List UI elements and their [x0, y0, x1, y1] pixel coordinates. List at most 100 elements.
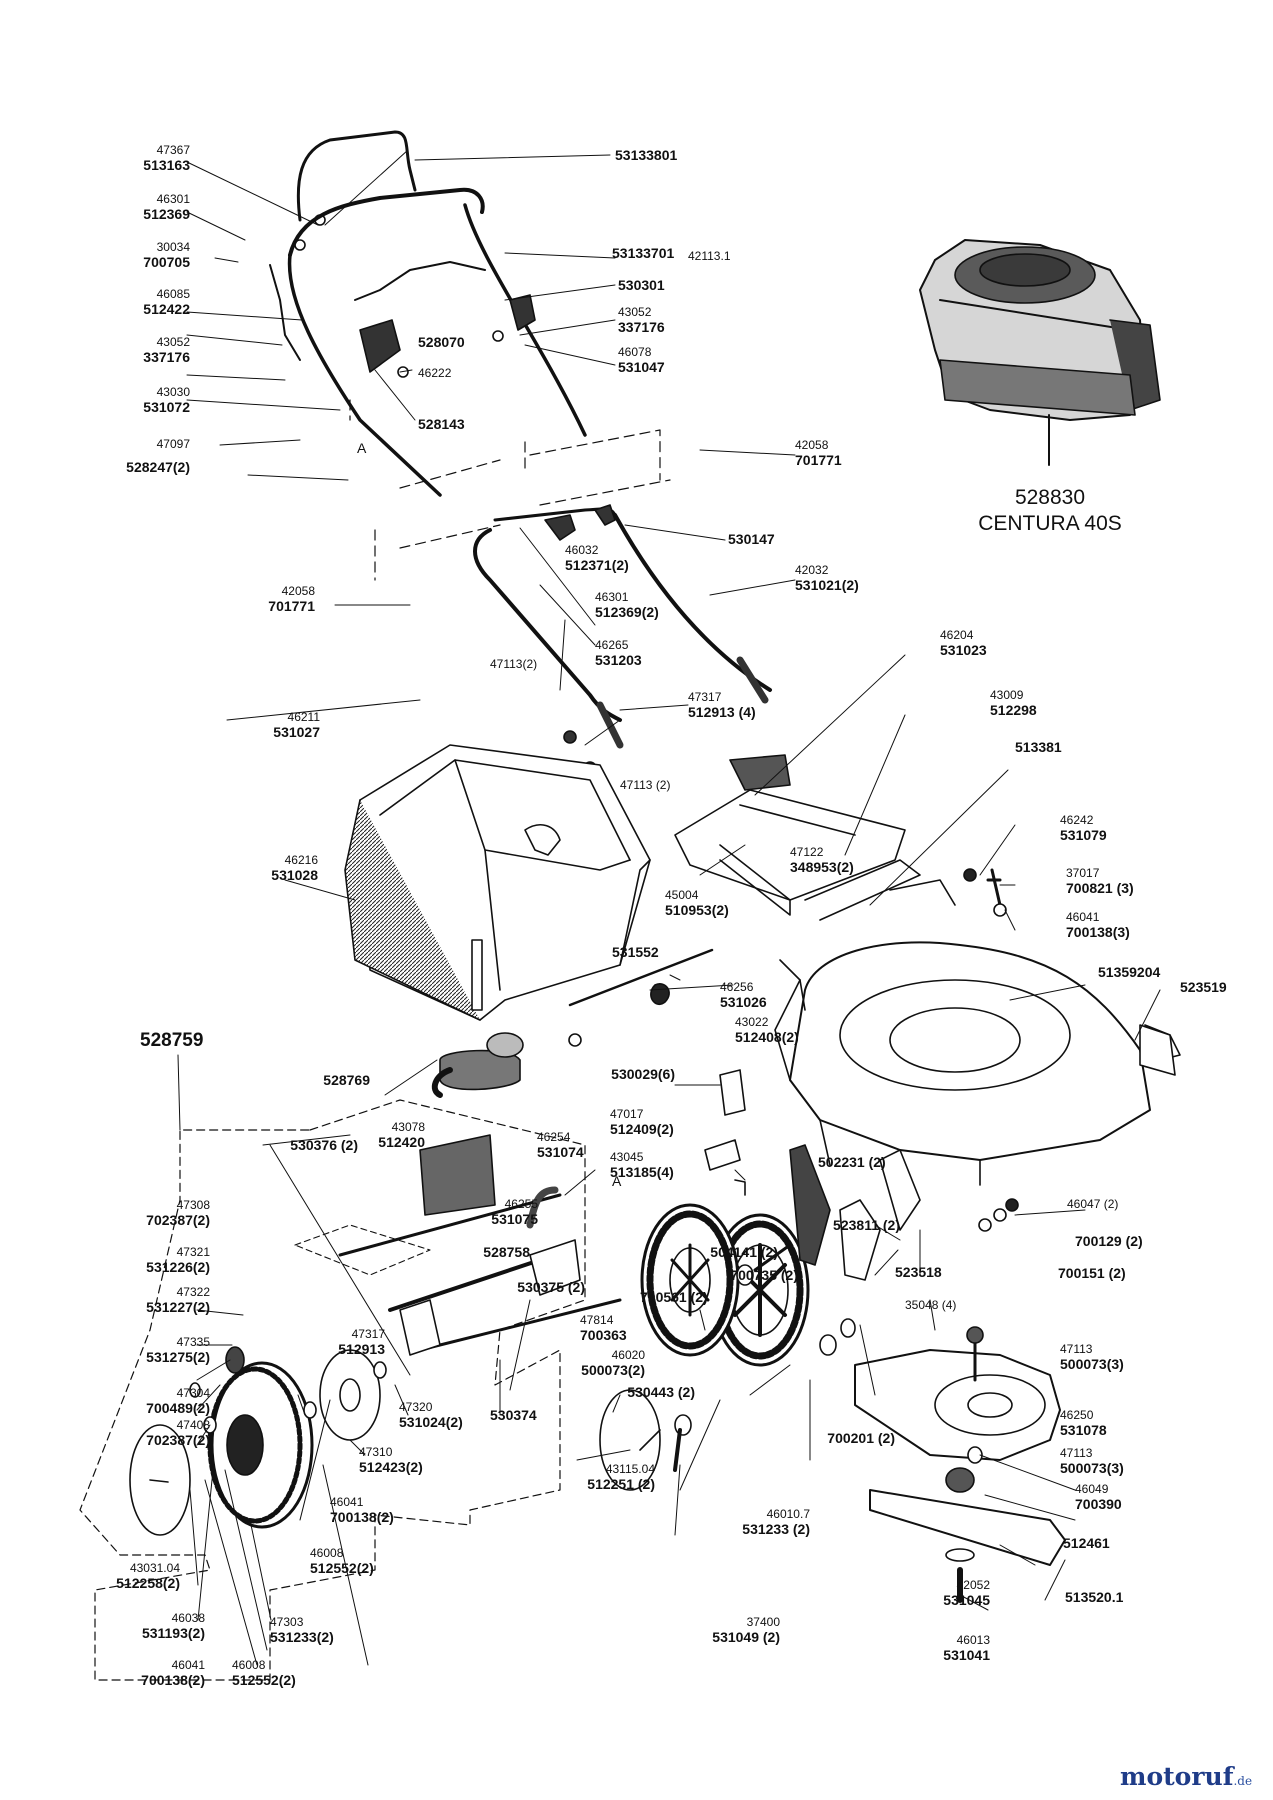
callout-label: 46222 — [418, 366, 451, 381]
part-number: 510953(2) — [665, 902, 729, 918]
callout-label: 51359204 — [1098, 965, 1160, 980]
callout-label: 502231 (2) — [818, 1155, 886, 1170]
part-number: 512409(2) — [610, 1121, 674, 1137]
part-number: 531021(2) — [795, 577, 859, 593]
part-number: 512422 — [143, 301, 190, 317]
part-number: 512913 (4) — [688, 704, 756, 720]
part-number: 513520.1 — [1065, 1589, 1124, 1605]
part-number: 53133801 — [615, 147, 678, 163]
part-number: 512552(2) — [310, 1560, 374, 1576]
callout-label: 528070 — [418, 335, 465, 350]
callout-label: 35048 (4) — [905, 1298, 956, 1313]
reference-number: 46038 — [171, 1611, 205, 1625]
reference-number: 46078 — [618, 345, 652, 359]
reference-number: 47321 — [176, 1245, 210, 1259]
reference-number: 46301 — [595, 590, 629, 604]
reference-number: 47304 — [176, 1386, 210, 1400]
part-number: 531074 — [537, 1144, 584, 1160]
callout-label: 513520.1 — [1065, 1590, 1123, 1605]
part-number: 513381 — [1015, 739, 1062, 755]
callout-label: 47097 — [157, 437, 190, 452]
reference-number: 46211 — [287, 710, 320, 724]
callout-label: 530376 (2) — [290, 1138, 358, 1153]
part-number: 531227(2) — [146, 1299, 210, 1315]
upper-handle — [269, 130, 587, 497]
reference-number: 46008 — [232, 1658, 266, 1672]
callout-label: 530301 — [618, 278, 665, 293]
reference-number: 47320 — [399, 1400, 433, 1414]
part-number: 531026 — [720, 994, 767, 1010]
callout-label: 700735 (2) — [730, 1268, 798, 1283]
callout-label: 528247(2) — [126, 460, 190, 475]
reference-number: 37400 — [746, 1615, 780, 1629]
part-number: 700138(3) — [1066, 924, 1130, 940]
part-number: 512461 — [1063, 1535, 1110, 1551]
reference-number: 42058 — [281, 584, 315, 598]
watermark: motoruf.de — [1120, 1762, 1252, 1791]
part-number: 530029(6) — [611, 1066, 675, 1082]
callout-label: 513381 — [1015, 740, 1062, 755]
part-number: 530443 (2) — [627, 1384, 695, 1400]
reference-number: 47308 — [176, 1198, 210, 1212]
reference-number: 43115.04 — [605, 1462, 655, 1476]
callout-label: 700129 (2) — [1075, 1234, 1143, 1249]
part-number: 531275(2) — [146, 1349, 210, 1365]
reference-number: 43045 — [610, 1150, 644, 1164]
reference-number: 47122 — [790, 845, 824, 859]
reference-number: 46008 — [310, 1546, 344, 1560]
reference-number: 47097 — [156, 437, 190, 451]
drive-unit — [338, 1032, 622, 1356]
part-number: 530376 (2) — [290, 1137, 358, 1153]
reference-number: 46250 — [1060, 1408, 1094, 1422]
reference-number: 42032 — [795, 563, 829, 577]
reference-number: 46047 (2) — [1067, 1197, 1119, 1211]
mower-deck — [774, 879, 1181, 1186]
part-number: 528769 — [323, 1072, 370, 1088]
reference-number: 30034 — [156, 240, 190, 254]
callout-label: 530147 — [728, 532, 775, 547]
part-number: 512552(2) — [232, 1672, 296, 1688]
part-number: 523519 — [1180, 979, 1227, 995]
reference-number: 42058 — [795, 438, 829, 452]
reference-number: 47814 — [580, 1313, 614, 1327]
part-number: 700138(2) — [330, 1509, 394, 1525]
callout-label: 523518 — [895, 1265, 942, 1280]
reference-number: 46085 — [156, 287, 190, 301]
part-number: 531203 — [595, 652, 642, 668]
callout-label: 47113(2) — [490, 657, 537, 672]
reference-number: 43078 — [391, 1120, 425, 1134]
part-number: 702387(2) — [146, 1432, 210, 1448]
callout-label: 53133801 — [615, 148, 677, 163]
leader-lines — [177, 149, 1161, 1666]
reference-number: 47113(2) — [490, 657, 538, 671]
part-number: 523811 (2) — [833, 1217, 900, 1233]
reference-number: 47367 — [156, 143, 190, 157]
reference-number: 47303 — [270, 1615, 304, 1629]
reference-number: 46216 — [284, 853, 318, 867]
blade-assembly — [854, 1326, 1066, 1603]
part-number: 504141 (2) — [710, 1244, 778, 1260]
marker-a-upper: A — [357, 440, 367, 456]
reference-number: 43030 — [156, 385, 190, 399]
part-number: 512371(2) — [565, 557, 629, 573]
reference-number: 47317 — [688, 690, 722, 704]
